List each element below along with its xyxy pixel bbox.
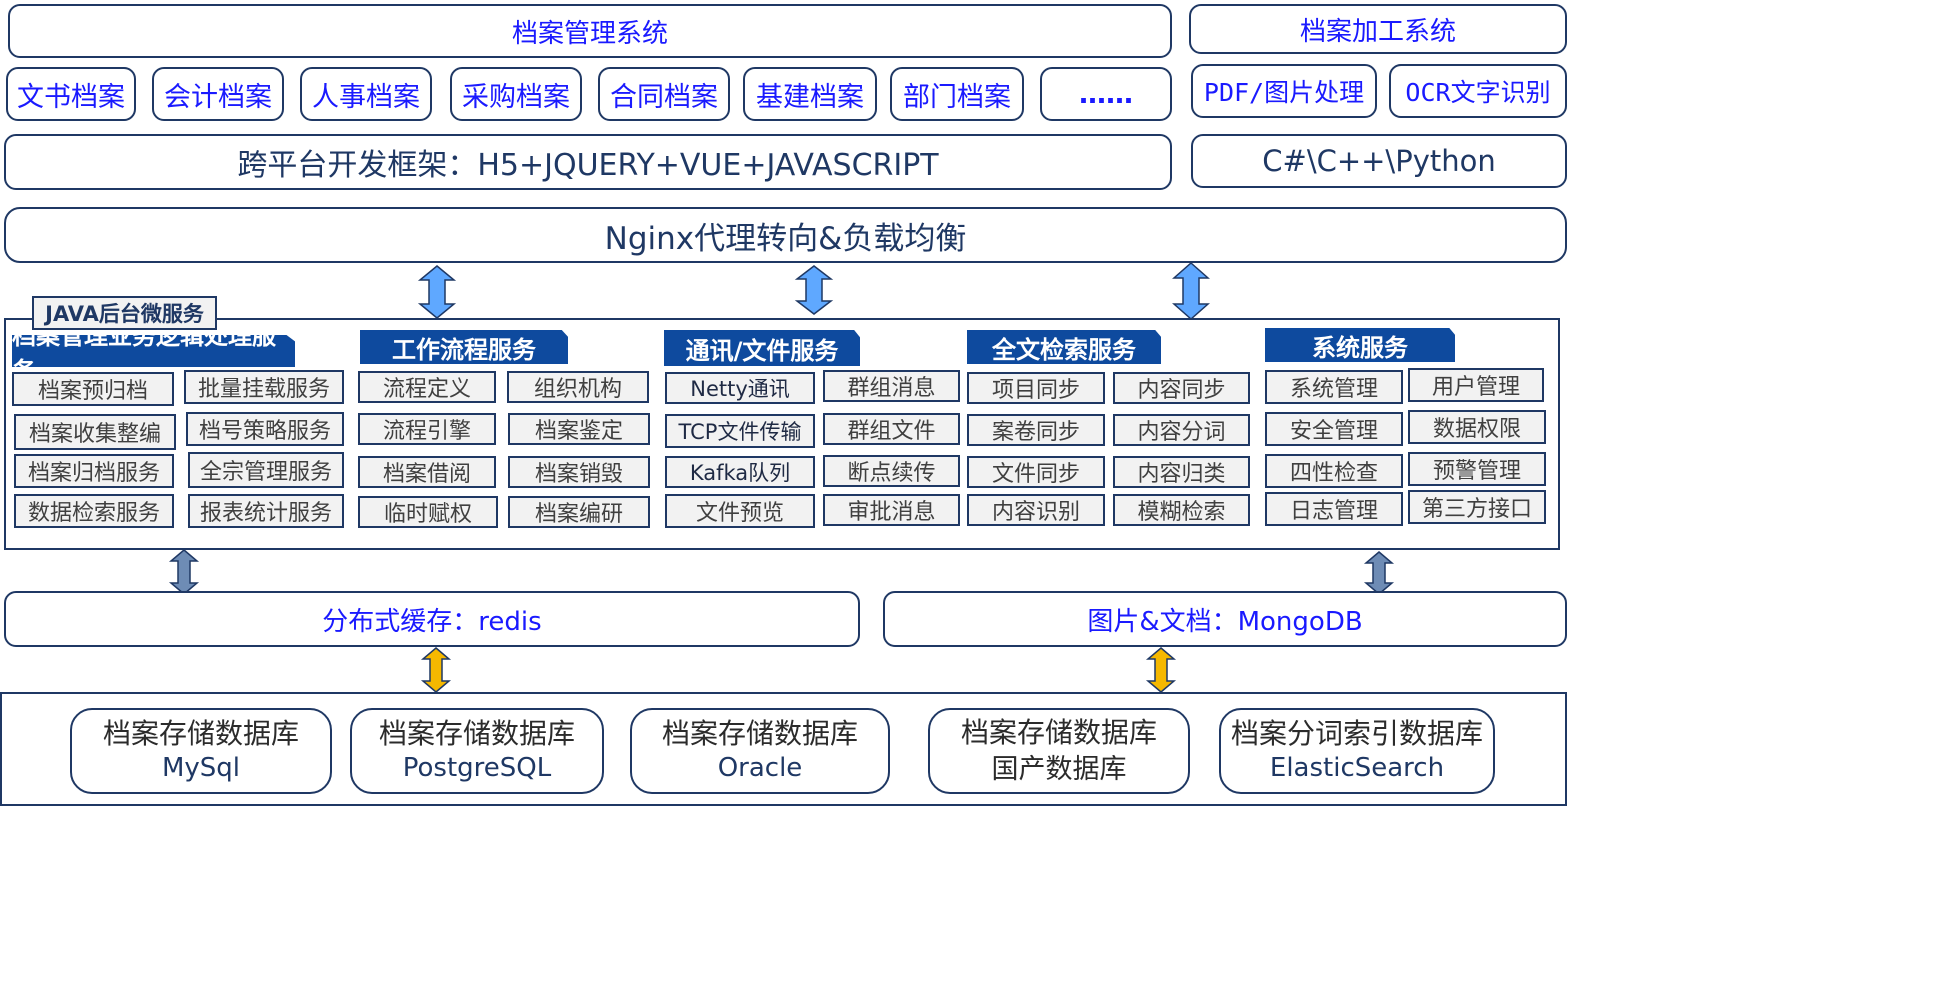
section-header-workflow: 工作流程服务 (360, 330, 568, 364)
service-item: 内容归类 (1113, 456, 1250, 488)
archive-type-personnel: 人事档案 (300, 67, 432, 121)
service-item: 四性检查 (1265, 454, 1403, 488)
section-header-system: 系统服务 (1265, 328, 1455, 362)
processing-languages-bar: C#\C++\Python (1191, 134, 1567, 188)
section-header-fulltext-search: 全文检索服务 (967, 330, 1161, 364)
service-item: 档案鉴定 (508, 413, 650, 445)
service-item: 文件预览 (665, 494, 815, 528)
service-item: 批量挂载服务 (184, 370, 344, 404)
section-header-archive-logic: 档案管理业务逻辑处理服务 (12, 335, 295, 367)
service-item: 内容识别 (967, 494, 1105, 526)
database-label: 档案存储数据库 (378, 716, 575, 750)
archive-type-department: 部门档案 (890, 67, 1024, 121)
service-item: TCP文件传输 (665, 414, 815, 448)
double-arrow-icon (794, 265, 834, 315)
document-store-mongodb: 图片&文档：MongoDB (883, 591, 1567, 647)
service-item: 案卷同步 (967, 414, 1105, 446)
service-item: 报表统计服务 (188, 494, 344, 528)
service-item: 断点续传 (823, 455, 960, 487)
service-item: 用户管理 (1408, 368, 1544, 402)
service-item: 档案编研 (508, 496, 650, 528)
double-arrow-icon (417, 265, 457, 319)
service-item: 档案销毁 (508, 456, 650, 488)
archive-management-system-title: 档案管理系统 (8, 4, 1172, 58)
service-item: 文件同步 (967, 456, 1105, 488)
service-item: 内容分词 (1113, 414, 1250, 446)
double-arrow-icon (420, 647, 452, 693)
java-microservices-title: JAVA后台微服务 (32, 296, 217, 330)
database-mysql: 档案存储数据库 MySql (70, 708, 332, 794)
database-engine: Oracle (717, 753, 803, 784)
service-item: 项目同步 (967, 372, 1105, 404)
archive-processing-system-title: 档案加工系统 (1189, 4, 1567, 54)
service-item: Kafka队列 (665, 456, 815, 488)
database-label: 档案存储数据库 (960, 716, 1157, 750)
nginx-bar: Nginx代理转向&负载均衡 (4, 207, 1567, 263)
archive-type-more: …… (1040, 67, 1172, 121)
archive-type-procurement: 采购档案 (450, 67, 582, 121)
database-domestic: 档案存储数据库 国产数据库 (928, 708, 1190, 794)
double-arrow-icon (1363, 551, 1395, 595)
database-label: 档案分词索引数据库 (1230, 716, 1483, 750)
database-elasticsearch: 档案分词索引数据库 ElasticSearch (1219, 708, 1495, 794)
database-oracle: 档案存储数据库 Oracle (630, 708, 890, 794)
service-item: 档案预归档 (12, 372, 174, 406)
archive-type-accounting: 会计档案 (152, 67, 284, 121)
section-header-communication: 通讯/文件服务 (664, 330, 860, 366)
service-item: 第三方接口 (1408, 490, 1546, 524)
service-item: 群组消息 (823, 370, 960, 402)
service-item: 审批消息 (823, 494, 960, 526)
service-item: 内容同步 (1113, 372, 1250, 404)
double-arrow-icon (168, 549, 200, 595)
database-engine: MySql (161, 753, 241, 784)
service-item: 全宗管理服务 (188, 452, 344, 488)
double-arrow-icon (1172, 261, 1210, 321)
database-engine: PostgreSQL (402, 753, 552, 784)
database-postgresql: 档案存储数据库 PostgreSQL (350, 708, 604, 794)
service-item: 数据权限 (1408, 410, 1546, 444)
service-item: 组织机构 (507, 371, 649, 403)
service-item: Netty通讯 (665, 372, 815, 404)
database-engine: 国产数据库 (991, 753, 1127, 785)
database-label: 档案存储数据库 (661, 716, 858, 750)
service-item: 日志管理 (1265, 492, 1403, 526)
archive-type-contract: 合同档案 (598, 67, 730, 121)
double-arrow-icon (1145, 647, 1177, 693)
service-item: 预警管理 (1408, 452, 1546, 486)
service-item: 系统管理 (1265, 370, 1403, 404)
service-item: 临时赋权 (358, 496, 498, 528)
service-item: 流程引擎 (358, 413, 496, 445)
service-item: 数据检索服务 (14, 494, 174, 528)
service-item: 档案收集整编 (14, 414, 176, 450)
database-engine: ElasticSearch (1269, 753, 1445, 784)
service-item: 群组文件 (823, 413, 960, 445)
service-item: 模糊检索 (1113, 494, 1250, 526)
archive-type-construction: 基建档案 (743, 67, 877, 121)
archive-type-document: 文书档案 (6, 67, 136, 121)
processing-item-ocr: OCR文字识别 (1389, 64, 1567, 118)
service-item: 安全管理 (1265, 412, 1403, 446)
service-item: 档号策略服务 (186, 412, 344, 446)
frontend-framework-bar: 跨平台开发框架：H5+JQUERY+VUE+JAVASCRIPT (4, 134, 1172, 190)
database-label: 档案存储数据库 (102, 716, 299, 750)
service-item: 档案归档服务 (14, 454, 174, 488)
service-item: 流程定义 (358, 371, 496, 403)
distributed-cache-redis: 分布式缓存：redis (4, 591, 860, 647)
processing-item-pdf-image: PDF/图片处理 (1191, 64, 1377, 118)
service-item: 档案借阅 (358, 456, 496, 488)
